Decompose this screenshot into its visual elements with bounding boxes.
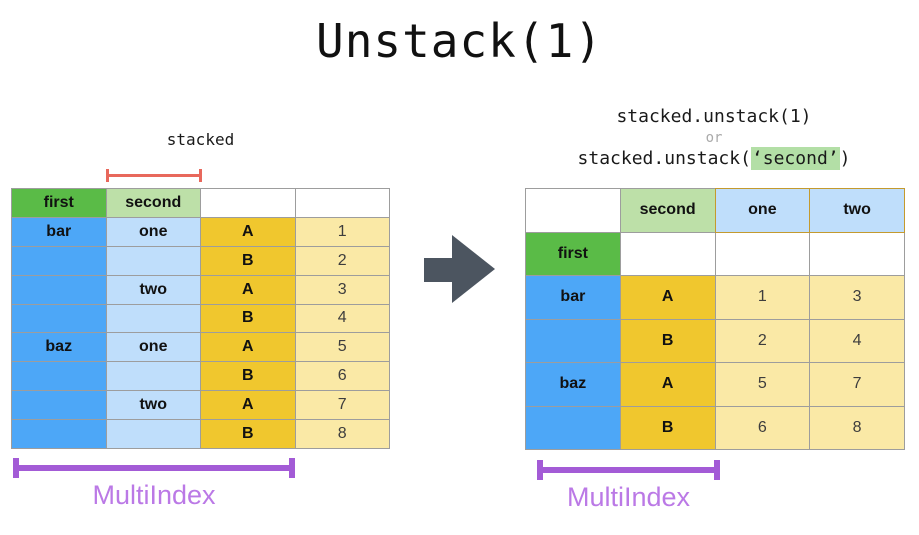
bracket-tick: [289, 458, 295, 478]
value-cell: 7: [810, 363, 904, 406]
code-line-unstack-second: stacked.unstack(‘second’): [519, 147, 909, 170]
multiindex-bracket-left: [13, 458, 295, 478]
value-cell: [810, 232, 904, 275]
value-cell: 2: [715, 319, 810, 362]
index-cell: baz: [12, 333, 106, 362]
value-cell: 6: [295, 362, 389, 391]
stacked-span-bracket: [106, 169, 202, 182]
index-cell: [12, 304, 106, 333]
bracket-tick: [714, 460, 720, 480]
index-cell: [526, 319, 620, 362]
value-cell: 5: [295, 333, 389, 362]
index-cell: [526, 406, 620, 449]
code-or-text: or: [705, 130, 723, 146]
multiindex-label-left: MultiIndex: [92, 480, 216, 510]
index-cell: A: [201, 275, 295, 304]
header-cell: second: [620, 189, 715, 232]
value-cell: 5: [715, 363, 810, 406]
index-cell: [106, 420, 200, 448]
value-cell: 4: [295, 304, 389, 333]
header-cell: second: [106, 189, 200, 217]
header-cell: two: [810, 189, 904, 232]
index-cell: [12, 362, 106, 391]
code-annotation: stacked.unstack(1) or stacked.unstack(‘s…: [519, 106, 909, 170]
bracket-bar: [19, 465, 289, 471]
bracket-tick: [199, 169, 202, 182]
index-cell: B: [201, 246, 295, 275]
header-cell: one: [715, 189, 810, 232]
index-cell: B: [201, 420, 295, 448]
value-cell: 1: [715, 276, 810, 319]
bracket-bar: [543, 467, 714, 473]
value-cell: [620, 232, 715, 275]
code-suffix: ): [839, 148, 851, 169]
index-cell: bar: [526, 276, 620, 319]
index-cell: two: [106, 275, 200, 304]
index-cell: two: [106, 391, 200, 420]
index-cell: A: [201, 333, 295, 362]
right-arrow-icon: [424, 235, 496, 303]
bracket-bar: [109, 174, 199, 177]
code-line-unstack-1: stacked.unstack(1): [616, 106, 812, 127]
value-cell: [715, 232, 810, 275]
page-title: Unstack(1): [316, 14, 603, 68]
stacked-table: first second bar one A 1 B 2 two A 3 B 4…: [11, 188, 390, 449]
index-cell: A: [620, 276, 715, 319]
index-cell: A: [620, 363, 715, 406]
index-cell: B: [201, 304, 295, 333]
bracket-tick: [537, 460, 543, 480]
value-cell: 3: [295, 275, 389, 304]
index-cell: one: [106, 333, 200, 362]
unstacked-table: second one two first bar A 1 3 B 2 4 baz…: [525, 188, 905, 450]
index-cell: one: [106, 217, 200, 246]
index-cell: [106, 304, 200, 333]
value-cell: 8: [295, 420, 389, 448]
value-cell: 6: [715, 406, 810, 449]
arrow-shaft: [424, 258, 452, 282]
index-cell: [106, 246, 200, 275]
index-cell: A: [201, 217, 295, 246]
index-cell: bar: [12, 217, 106, 246]
index-cell: [106, 362, 200, 391]
bracket-tick: [13, 458, 19, 478]
code-prefix: stacked.unstack(: [577, 148, 751, 169]
value-cell: 8: [810, 406, 904, 449]
value-cell: 7: [295, 391, 389, 420]
index-cell: [12, 275, 106, 304]
index-cell: B: [201, 362, 295, 391]
stacked-label: stacked: [166, 130, 235, 149]
value-cell: 2: [295, 246, 389, 275]
header-cell: [201, 189, 295, 217]
index-cell: B: [620, 319, 715, 362]
bracket-tick: [106, 169, 109, 182]
header-cell: [295, 189, 389, 217]
arrow-head: [452, 235, 495, 303]
index-cell: baz: [526, 363, 620, 406]
index-cell: B: [620, 406, 715, 449]
multiindex-label-right: MultiIndex: [566, 482, 691, 512]
value-cell: 1: [295, 217, 389, 246]
index-cell: first: [526, 232, 620, 275]
multiindex-bracket-right: [537, 460, 720, 480]
header-cell: first: [12, 189, 106, 217]
value-cell: 4: [810, 319, 904, 362]
index-cell: [12, 420, 106, 448]
header-cell: [526, 189, 620, 232]
index-cell: [12, 246, 106, 275]
index-cell: A: [201, 391, 295, 420]
index-cell: [12, 391, 106, 420]
code-highlight-second: ‘second’: [750, 147, 840, 170]
value-cell: 3: [810, 276, 904, 319]
